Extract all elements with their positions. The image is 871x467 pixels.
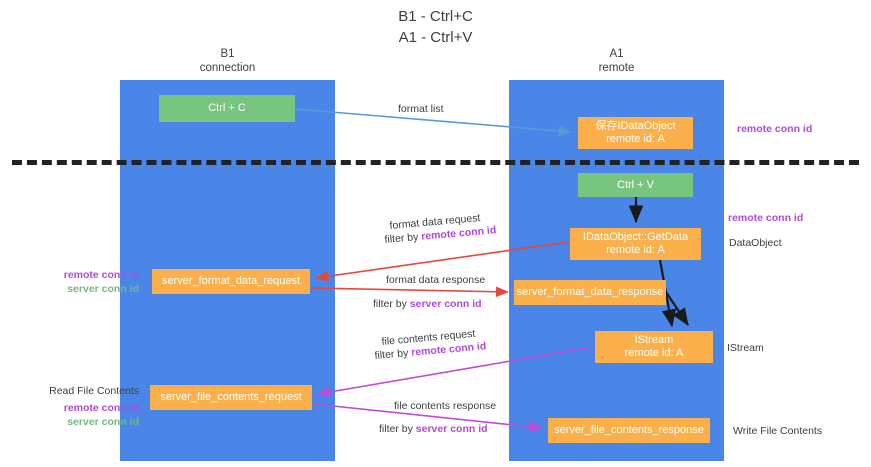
column-header-b1-name: B1 bbox=[220, 48, 235, 60]
column-header-a1: A1 remote bbox=[509, 47, 724, 75]
node-istream-line2: remote id: A bbox=[624, 347, 684, 359]
column-header-a1-name: A1 bbox=[609, 48, 624, 60]
edge-label-file-contents-response: file contents response bbox=[394, 400, 497, 412]
node-getdata-line2: remote id: A bbox=[606, 244, 665, 256]
edge-label-filter-server-conn-id-1: filter by server conn id bbox=[373, 297, 482, 311]
server-conn-id-text-2: server conn id bbox=[415, 423, 488, 435]
label-conn-ids-left-bottom: remote conn id server conn id bbox=[20, 401, 139, 429]
node-ctrl-c[interactable]: Ctrl + C bbox=[159, 95, 295, 122]
filter-by-text-1: filter by bbox=[384, 230, 422, 246]
label-conn-ids-left-mid: remote conn id server conn id bbox=[21, 268, 139, 296]
label-server-conn-id-left-1: server conn id bbox=[67, 283, 139, 295]
column-header-b1-role: connection bbox=[199, 62, 256, 74]
filter-by-text-3: filter by bbox=[374, 346, 412, 362]
label-remote-conn-id-left-2: remote conn id bbox=[63, 402, 139, 414]
page-title: B1 - Ctrl+C A1 - Ctrl+V bbox=[0, 6, 871, 48]
node-idataobject-getdata[interactable]: IDataObject::GetData remote id: A bbox=[570, 228, 701, 260]
title-line-2: A1 - Ctrl+V bbox=[398, 29, 473, 46]
node-idataobject-line2: remote id: A bbox=[606, 133, 665, 145]
node-istream[interactable]: IStream remote id: A bbox=[595, 331, 713, 363]
label-remote-conn-id-mid: remote conn id bbox=[728, 212, 804, 224]
column-header-b1: B1 connection bbox=[120, 47, 335, 75]
node-getdata-line1: IDataObject::GetData bbox=[582, 231, 689, 243]
label-read-file-contents: Read File Contents bbox=[49, 385, 139, 397]
edge-label-filter-server-conn-id-2: filter by server conn id bbox=[379, 422, 488, 436]
node-server-format-data-response[interactable]: server_format_data_response bbox=[514, 280, 666, 305]
label-server-conn-id-left-2: server conn id bbox=[67, 416, 139, 428]
node-istream-line1: IStream bbox=[634, 334, 674, 346]
column-header-a1-role: remote bbox=[598, 62, 635, 74]
label-remote-conn-id-left-1: remote conn id bbox=[63, 269, 139, 281]
edge-format-data-response bbox=[311, 286, 509, 298]
label-write-file-contents: Write File Contents bbox=[733, 425, 823, 437]
node-idataobject[interactable]: 保存IDataObject remote id: A bbox=[578, 117, 693, 149]
edge-label-format-data-response: format data response bbox=[386, 274, 486, 286]
title-line-1: B1 - Ctrl+C bbox=[398, 8, 473, 25]
node-ctrl-v[interactable]: Ctrl + V bbox=[578, 173, 693, 197]
label-istream: IStream bbox=[727, 342, 764, 354]
server-conn-id-text-1: server conn id bbox=[409, 298, 482, 310]
filter-by-text-4: filter by bbox=[379, 423, 416, 435]
label-dataobject: DataObject bbox=[729, 237, 782, 249]
section-divider bbox=[12, 160, 859, 165]
node-idataobject-line1: 保存IDataObject bbox=[595, 120, 676, 132]
filter-by-text-2: filter by bbox=[373, 298, 410, 310]
node-server-file-contents-response[interactable]: server_file_contents_response bbox=[548, 418, 710, 443]
label-remote-conn-id-top: remote conn id bbox=[737, 123, 813, 135]
edge-label-format-list: format list bbox=[398, 103, 444, 115]
node-server-file-contents-request[interactable]: server_file_contents_request bbox=[150, 385, 312, 410]
node-server-format-data-request[interactable]: server_format_data_request bbox=[152, 269, 310, 294]
